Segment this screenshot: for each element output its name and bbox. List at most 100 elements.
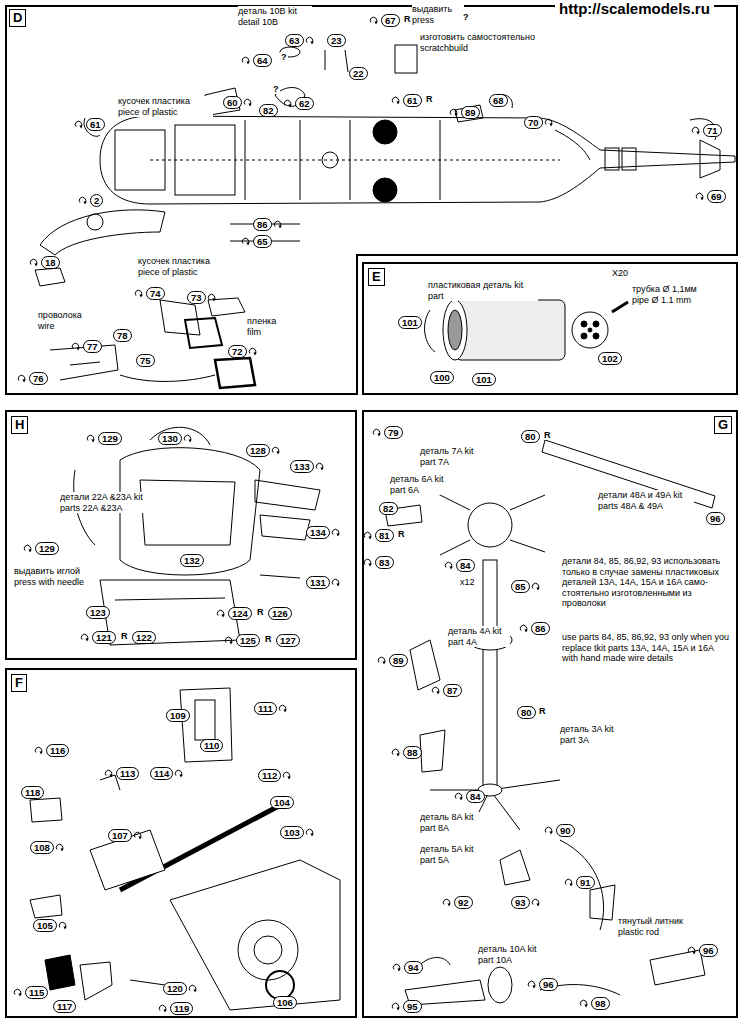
callout-number: 123	[90, 607, 106, 618]
bend-icon	[305, 36, 314, 45]
callout-number: 92	[458, 897, 469, 908]
annotation: выдавить press	[412, 4, 464, 25]
small-parts	[84, 45, 716, 241]
gun-turret	[180, 688, 232, 762]
callout-number: 130	[158, 432, 182, 445]
bend-icon	[22, 380, 25, 383]
callout-number: 81	[379, 530, 390, 541]
callout-number: 87	[447, 685, 458, 696]
gun-turret	[130, 980, 165, 985]
bend-icon	[58, 921, 67, 930]
callout-number: 107	[112, 830, 128, 841]
callout-number: 22	[349, 67, 368, 80]
helicopter-top-view	[150, 160, 560, 161]
rotor-head	[468, 503, 512, 547]
bend-icon	[369, 16, 378, 25]
instruction-panel: D632367642260826261896861707169286651874…	[5, 5, 738, 395]
bend-icon	[531, 898, 540, 907]
bend-icon	[315, 462, 324, 471]
callout-number: 117	[53, 1000, 76, 1013]
annotation: детали 22A &23A kit parts 22A &23A	[60, 492, 160, 513]
callout-number: 61	[407, 95, 418, 106]
callout-number: 128	[246, 444, 270, 457]
bend-icon	[23, 544, 32, 553]
callout-number: 80	[517, 706, 536, 719]
bend-icon	[288, 105, 291, 108]
bend-icon	[224, 636, 233, 645]
gun-turret	[30, 895, 62, 918]
annotation: кусочек пластика piece of plastic	[138, 256, 233, 277]
bend-icon	[174, 769, 183, 778]
panel-letter: E	[368, 268, 385, 286]
annotation: кусочек пластика piece of plastic	[118, 96, 213, 117]
callout-number: 90	[556, 824, 575, 837]
callout-number: 106	[273, 996, 297, 1009]
callout-number: 89	[393, 655, 404, 666]
bend-icon	[246, 62, 249, 65]
bend-icon	[63, 927, 66, 930]
helicopter-top-view	[373, 120, 397, 144]
callout-number: 123	[86, 606, 110, 619]
bend-icon	[243, 98, 252, 107]
callout-number: 118	[21, 786, 44, 799]
bend-icon	[584, 1005, 587, 1008]
callout-number: 61	[90, 119, 101, 130]
callout-number: 78	[113, 329, 132, 342]
callout-number: 86	[535, 623, 546, 634]
callout-number: 130	[162, 433, 178, 444]
annotation: деталь 10B kit detail 10B	[238, 6, 312, 27]
callout-number: 80	[521, 430, 540, 443]
canopy-parts	[120, 375, 215, 381]
callout-number: 108	[30, 841, 54, 854]
annotation: детали 84, 85, 86,92, 93 использовать то…	[562, 556, 732, 609]
bend-icon	[193, 990, 196, 993]
bend-icon	[454, 114, 457, 117]
bend-icon	[278, 704, 287, 713]
gun-turret	[195, 700, 215, 740]
callout-number: 101	[402, 317, 418, 328]
bend-icon	[442, 898, 451, 907]
bend-icon	[183, 434, 192, 443]
callout-number: 78	[117, 330, 128, 341]
bend-icon	[18, 994, 21, 997]
bend-icon	[336, 584, 339, 587]
callout-number: 68	[489, 94, 508, 107]
callout-number: 96	[699, 944, 718, 957]
bend-icon	[104, 769, 113, 778]
helicopter-top-view	[245, 120, 246, 200]
bend-icon	[331, 528, 340, 537]
callout-number: 127	[280, 635, 296, 646]
rotor-head	[590, 885, 615, 920]
callout-number: 103	[280, 826, 304, 839]
callout-number: 75	[140, 355, 151, 366]
callout-number: 18	[41, 256, 60, 269]
annotation: деталь 6A kit part 6A	[390, 474, 452, 495]
bend-icon	[544, 118, 553, 127]
callout-number: 71	[703, 124, 722, 137]
callout-number: 79	[388, 427, 399, 438]
bend-icon	[310, 834, 313, 837]
callout-number: 101	[398, 316, 422, 329]
rotor-head	[483, 560, 497, 790]
bend-icon	[310, 42, 313, 45]
callout-number: 72	[228, 345, 247, 358]
rotor-head	[385, 440, 715, 1005]
cylinder-part	[593, 321, 599, 327]
callout-number: 132	[180, 554, 204, 567]
callout-number: 128	[250, 445, 266, 456]
symbol-mark: ?	[280, 52, 288, 62]
callout-number: 113	[116, 767, 139, 780]
callout-number: 101	[472, 373, 496, 386]
callout-number: 125	[240, 635, 256, 646]
callout-number: 134	[310, 527, 326, 538]
callout-number: 71	[707, 125, 718, 136]
bend-icon	[579, 999, 588, 1008]
bend-icon	[60, 849, 63, 852]
callout-number: 22	[353, 68, 364, 79]
bend-icon	[396, 754, 399, 757]
bend-icon	[34, 746, 43, 755]
canopy-parts	[185, 318, 222, 348]
canopy-parts	[40, 210, 165, 255]
bend-icon	[188, 440, 191, 443]
cylinder-part	[593, 333, 599, 339]
